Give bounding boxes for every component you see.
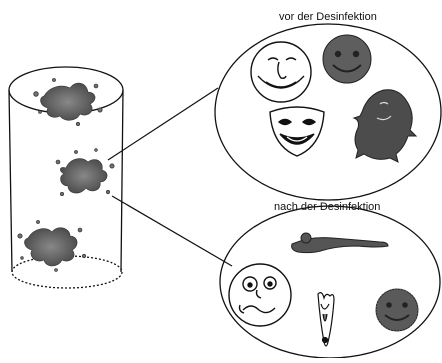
ghost-icon [354, 90, 416, 162]
caption-after-disinfection: nach der Desinfektion [274, 201, 380, 213]
smiley-face-after-icon [376, 289, 418, 331]
smiley-face-icon [323, 35, 371, 83]
connector-lines [108, 88, 232, 266]
stain-bottom [18, 220, 86, 271]
connector-line-before [108, 88, 218, 160]
squashed-figure-icon [318, 293, 334, 346]
stain-middle [56, 149, 114, 196]
cylinder-right-side [121, 90, 123, 272]
caption-before-disinfection: vor der Desinfektion [279, 11, 377, 23]
theater-mask-icon [270, 107, 324, 156]
distressed-face-icon [229, 264, 291, 326]
stain-top [34, 78, 103, 125]
flattened-creature-icon [292, 233, 388, 253]
grinning-moon-face-icon [251, 42, 311, 102]
cylinder-left-side [9, 90, 12, 272]
connector-line-after [112, 196, 232, 266]
